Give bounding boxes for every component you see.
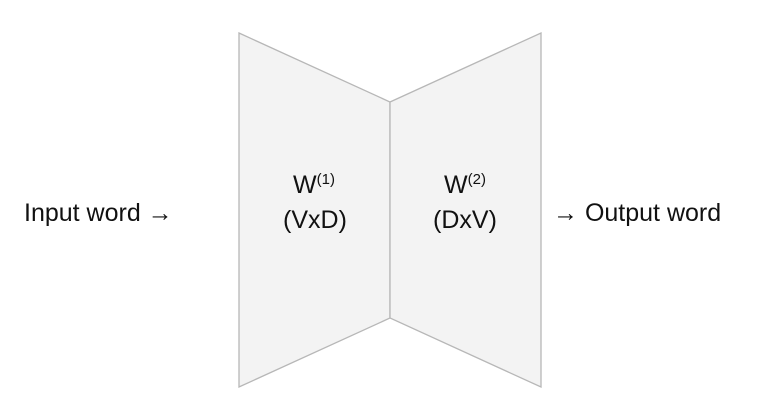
encoder-weight-symbol: W xyxy=(293,171,317,199)
decoder-weight-symbol: W xyxy=(444,171,468,199)
decoder-dimensions-label: (DxV) xyxy=(433,206,497,234)
encoder-weight-label: W(1) xyxy=(293,171,335,199)
decoder-layer-shape xyxy=(389,31,542,389)
input-word-label: Input word → xyxy=(24,199,173,227)
encoder-dimensions-label: (VxD) xyxy=(283,206,347,234)
decoder-weight-label: W(2) xyxy=(444,171,486,199)
decoder-weight-superscript: (2) xyxy=(468,171,486,188)
encoder-weight-superscript: (1) xyxy=(317,171,335,188)
output-word-label: → Output word xyxy=(553,199,721,227)
